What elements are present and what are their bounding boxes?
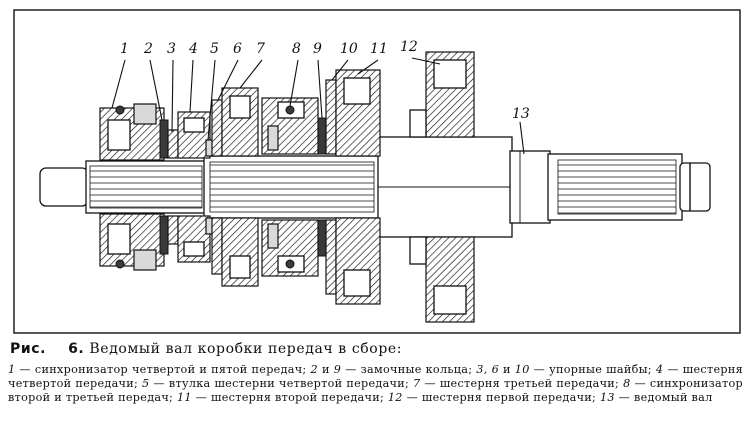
legend-text: — упорные шайбы; <box>529 363 656 376</box>
callout-6: 6 <box>233 41 242 57</box>
callout-9: 9 <box>313 41 322 57</box>
thrust-washer-3-lower <box>167 215 179 245</box>
first-gear <box>409 51 475 323</box>
callout-5: 5 <box>210 41 219 57</box>
legend-num: 3, 6 <box>476 363 499 376</box>
legend-num: 8 <box>623 377 631 390</box>
legend-num: 13 <box>599 391 615 404</box>
figure-caption: Рис. 6. Ведомый вал коробки передач в сбо… <box>8 341 743 405</box>
thrust-washer-10-lower <box>325 219 337 295</box>
legend-text: — шестерня четвертой передачи; <box>8 363 743 390</box>
legend-num: 2 <box>310 363 318 376</box>
legend-text: — замочные кольца; <box>341 363 477 376</box>
driven-shaft <box>39 136 711 238</box>
legend-num: 11 <box>176 391 192 404</box>
legend-text: — ведомый вал <box>614 391 713 404</box>
legend-text: — шестерня первой передачи; <box>402 391 600 404</box>
legend-text: — синхронизатор четвертой и пятой переда… <box>15 363 311 376</box>
callout-11: 11 <box>370 41 388 57</box>
legend-text: — втулка шестерни четвертой передачи; <box>149 377 414 390</box>
lock-ring-2 <box>159 119 169 159</box>
drawing-frame <box>13 9 741 334</box>
callout-10: 10 <box>340 41 358 57</box>
legend-text: — шестерня второй передачи; <box>191 391 388 404</box>
shaft-assembly-drawing: 1 2 3 4 5 6 7 8 9 10 11 12 13 <box>13 9 741 334</box>
legend-num: 1 <box>8 363 16 376</box>
legend-num: 12 <box>387 391 403 404</box>
thrust-washer-3 <box>167 129 179 159</box>
caption-number: 6. <box>68 341 85 357</box>
legend-text: — шестерня третьей передачи; <box>420 377 624 390</box>
callout-2: 2 <box>143 41 153 57</box>
legend-num: 10 <box>514 363 530 376</box>
fourth-gear <box>177 111 211 263</box>
caption-title: Ведомый вал коробки передач в сборе: <box>89 341 403 357</box>
caption-legend: 1 — синхронизатор четвертой и пятой пере… <box>8 363 743 405</box>
callout-12: 12 <box>400 39 418 55</box>
legend-num: 7 <box>413 377 421 390</box>
thrust-washer-10 <box>325 79 337 155</box>
thrust-washer-6-lower <box>211 217 223 275</box>
legend-num: 9 <box>333 363 342 376</box>
legend-num: 4 <box>655 363 664 376</box>
leader-lines <box>111 57 525 155</box>
callout-7: 7 <box>256 41 265 57</box>
caption-prefix: Рис. <box>10 341 47 357</box>
callout-labels: 1 2 3 4 5 6 7 8 9 10 11 12 13 <box>120 39 530 122</box>
second-gear <box>335 69 381 305</box>
lock-ring-9-lower <box>317 219 327 257</box>
synchronizer-4-5 <box>99 103 165 271</box>
callout-3: 3 <box>167 41 176 57</box>
thrust-washer-6 <box>211 99 223 157</box>
legend-num: 5 <box>142 377 150 390</box>
synchronizer-2-3 <box>261 97 319 277</box>
callout-8: 8 <box>292 41 301 57</box>
caption-title-line: Рис. 6. Ведомый вал коробки передач в сбо… <box>10 341 743 357</box>
callout-4: 4 <box>188 41 198 57</box>
legend-text: и <box>317 363 334 376</box>
legend-text: — синхронизатор второй и третьей передач… <box>8 377 743 404</box>
legend-text: и <box>499 363 515 376</box>
lock-ring-9 <box>317 117 327 155</box>
callout-1: 1 <box>120 41 129 57</box>
callout-13: 13 <box>512 106 530 122</box>
lock-ring-2-lower <box>159 215 169 255</box>
third-gear <box>221 87 259 287</box>
